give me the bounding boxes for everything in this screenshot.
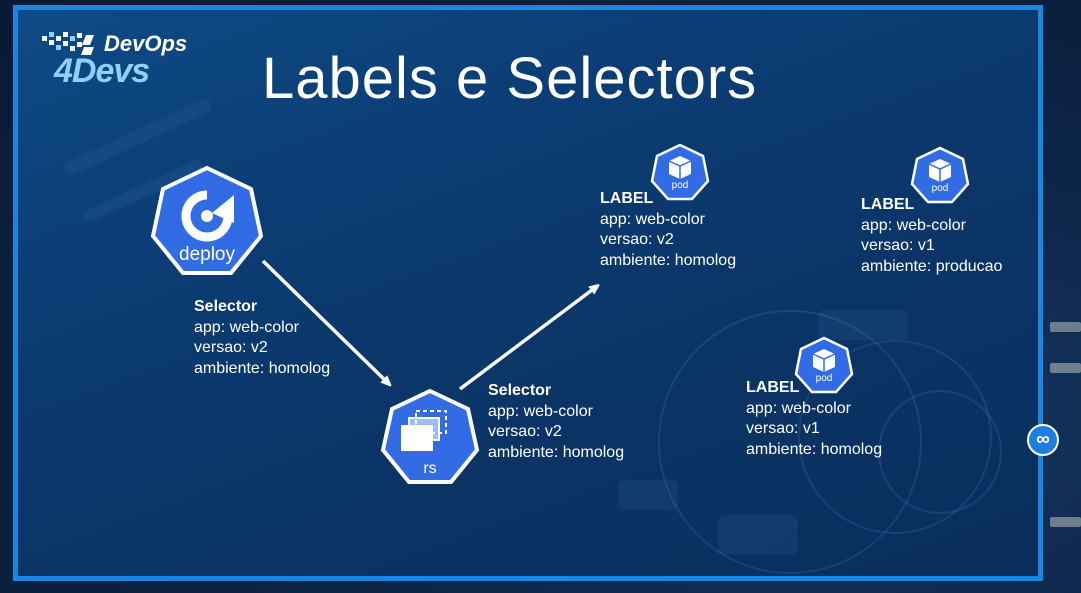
- rs-selector-versao: versao: v2: [488, 423, 562, 440]
- deploy-selector-block: Selector app: web-color versao: v2 ambie…: [194, 297, 330, 379]
- deploy-icon-label: deploy: [179, 244, 235, 265]
- replicaset-icon-label: rs: [423, 460, 437, 477]
- pod-label-ambiente: ambiente: homolog: [746, 440, 883, 458]
- pod-label-heading: LABEL: [861, 196, 915, 213]
- replicaset-icon: [380, 388, 480, 485]
- rs-selector-block: Selector app: web-color versao: v2 ambie…: [488, 381, 624, 463]
- pod-label-heading: LABEL: [600, 190, 654, 207]
- rs-selector-app: app: web-color: [488, 402, 593, 420]
- deploy-icon: [150, 165, 264, 277]
- pod-label-app: app: web-color: [600, 210, 705, 228]
- rs-selector-ambiente: ambiente: homolog: [488, 443, 625, 461]
- pod-label-block: LABEL app: web-color versao: v2 ambiente…: [600, 189, 736, 271]
- pod-label-block: LABEL app: web-color versao: v1 ambiente…: [861, 195, 1002, 277]
- deploy-selector-heading: Selector: [194, 298, 258, 315]
- logo-text-4devs: 4Devs: [54, 52, 150, 90]
- pod-label-versao: versao: v1: [861, 237, 935, 254]
- pod-label-ambiente: ambiente: producao: [861, 257, 1003, 275]
- pod-icon-label: pod: [815, 373, 833, 384]
- pod-label-app: app: web-color: [861, 216, 966, 234]
- pod-label-app: app: web-color: [746, 399, 851, 417]
- deploy-selector-app: app: web-color: [194, 318, 299, 336]
- side-stripe: [1050, 517, 1081, 527]
- pod-icon: [910, 146, 970, 204]
- pod-label-block: LABEL app: web-color versao: v1 ambiente…: [746, 378, 882, 460]
- pod-icon-label: pod: [671, 180, 689, 191]
- deploy-selector-versao: versao: v2: [194, 339, 268, 356]
- rs-selector-heading: Selector: [488, 382, 552, 399]
- bg-decoration: [818, 310, 908, 340]
- bg-decoration: [878, 390, 1002, 514]
- bg-decoration: [618, 480, 678, 510]
- pod-label-ambiente: ambiente: homolog: [600, 251, 737, 269]
- pod-icon: [650, 143, 710, 201]
- pod-label-versao: versao: v1: [746, 420, 820, 437]
- pod-icon: [794, 336, 854, 394]
- pod-label-versao: versao: v2: [600, 231, 674, 248]
- infinity-icon[interactable]: ∞: [1027, 424, 1059, 456]
- logo-text-devops: DevOps: [104, 31, 188, 56]
- deploy-selector-ambiente: ambiente: homolog: [194, 359, 331, 377]
- side-stripe: [1050, 363, 1081, 373]
- devops4devs-logo: DevOps 4Devs: [40, 28, 200, 90]
- bg-decoration: [718, 515, 798, 555]
- pixel-dots-icon: [42, 32, 94, 55]
- side-stripe: [1050, 322, 1081, 332]
- pod-label-heading: LABEL: [746, 379, 800, 396]
- slide-title: Labels e Selectors: [262, 46, 758, 111]
- pod-icon-label: pod: [931, 183, 949, 194]
